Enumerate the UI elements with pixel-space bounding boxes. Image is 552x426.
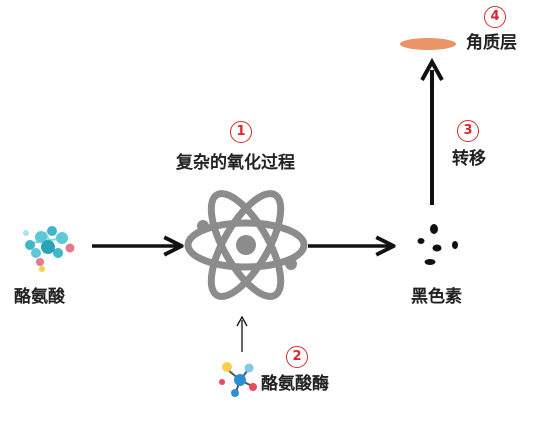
- label-melanin: 黑色素: [411, 287, 462, 307]
- label-tyrosine: 酪氨酸: [14, 287, 65, 307]
- tyrosine-molecule-icon: [23, 226, 75, 272]
- label-transfer: 转移: [452, 149, 486, 169]
- atom-icon: [184, 190, 308, 300]
- label-stratum-corneum: 角质层: [466, 33, 517, 53]
- melanin-dots-icon: [417, 224, 458, 265]
- label-tyrosinase: 酪氨酸酶: [261, 374, 329, 394]
- tyrosinase-molecule-icon: [219, 362, 257, 397]
- step-2-marker: 2: [286, 346, 308, 368]
- step-1-marker: 1: [230, 121, 252, 143]
- step-3-marker: 3: [457, 120, 479, 142]
- step-4-marker: 4: [484, 6, 506, 28]
- stratum-corneum-layer-icon: [400, 38, 456, 50]
- label-oxidation: 复杂的氧化过程: [176, 153, 295, 173]
- atom-nucleus: [197, 220, 297, 270]
